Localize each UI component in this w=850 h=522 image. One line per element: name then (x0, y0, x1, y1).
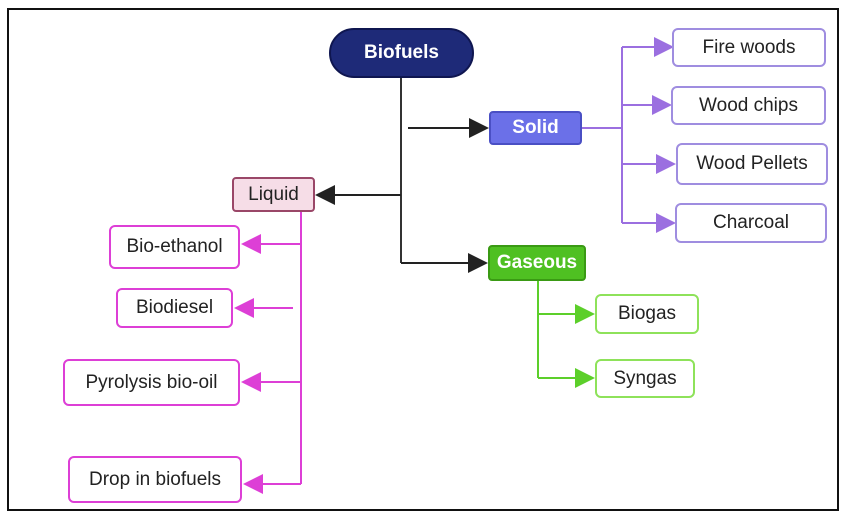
node-fire-woods: Fire woods (672, 28, 826, 67)
node-bio-ethanol: Bio-ethanol (109, 225, 240, 269)
node-biofuels: Biofuels (329, 28, 474, 78)
node-liquid: Liquid (232, 177, 315, 212)
node-biodiesel: Biodiesel (116, 288, 233, 328)
node-gaseous: Gaseous (488, 245, 586, 281)
node-wood-pellets: Wood Pellets (676, 143, 828, 185)
node-syngas: Syngas (595, 359, 695, 398)
node-drop-in-biofuels: Drop in biofuels (68, 456, 242, 503)
node-charcoal: Charcoal (675, 203, 827, 243)
node-biogas: Biogas (595, 294, 699, 334)
node-wood-chips: Wood chips (671, 86, 826, 125)
node-pyrolysis-bio-oil: Pyrolysis bio-oil (63, 359, 240, 406)
node-solid: Solid (489, 111, 582, 145)
